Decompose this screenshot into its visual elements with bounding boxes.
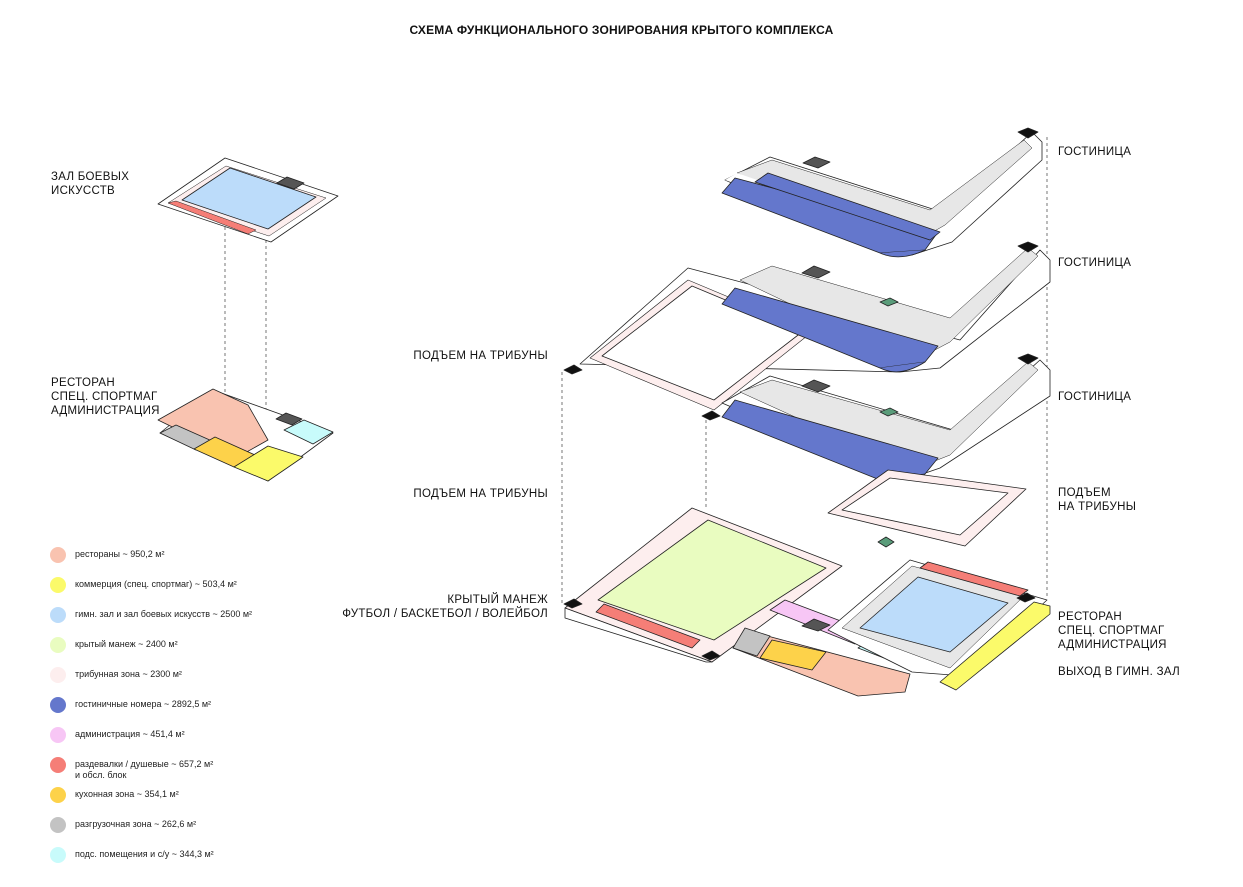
legend-text: трибунная зона ~ 2300 м²	[75, 669, 182, 679]
legend-swatch	[50, 787, 66, 803]
legend-text: рестораны ~ 950,2 м²	[75, 549, 165, 559]
label-hotel-1: ГОСТИНИЦА	[1058, 146, 1132, 158]
legend-swatch	[50, 757, 66, 773]
restaurant-floor-left	[157, 388, 334, 482]
label-hotel-3: ГОСТИНИЦА	[1058, 391, 1132, 403]
legend-text-line: раздевалки / душевые ~ 657,2 м²	[75, 759, 214, 769]
legend-text-line: и обсл. блок	[75, 770, 127, 780]
legend-text: разгрузочная зона ~ 262,6 м²	[75, 819, 197, 829]
hotel-floor-1	[721, 127, 1043, 258]
legend-swatch	[50, 637, 66, 653]
legend-swatch	[50, 577, 66, 593]
legend-swatch	[50, 667, 66, 683]
legend-text: гимн. зал и зал боевых искусств ~ 2500 м…	[75, 609, 253, 619]
label-stands-2: ПОДЪЕМ НА ТРИБУНЫ	[413, 488, 548, 500]
legend-text: подс. помещения и с/у ~ 344,3 м²	[75, 849, 214, 859]
legend-swatch	[50, 727, 66, 743]
hotel-floor-2	[563, 241, 1051, 421]
legend-swatch	[50, 547, 66, 563]
legend-text: крытый манеж ~ 2400 м²	[75, 639, 178, 649]
label-stands-1: ПОДЪЕМ НА ТРИБУНЫ	[413, 350, 548, 362]
label-hotel-2: ГОСТИНИЦА	[1058, 257, 1132, 269]
legend-swatch	[50, 817, 66, 833]
ground-floor	[563, 507, 1051, 697]
diagram-title: СХЕМА ФУНКЦИОНАЛЬНОГО ЗОНИРОВАНИЯ КРЫТОГ…	[409, 23, 834, 37]
legend-swatch	[50, 697, 66, 713]
dashed-connectors	[224, 137, 1048, 605]
legend-text: коммерция (спец. спортмаг) ~ 503,4 м²	[75, 579, 237, 589]
martial-arts-floor	[157, 157, 339, 243]
legend-swatch	[50, 847, 66, 863]
legend-swatch	[50, 607, 66, 623]
hotel-floor-3	[721, 353, 1051, 485]
legend-text: кухонная зона ~ 354,1 м²	[75, 789, 179, 799]
stands-floor-right	[827, 469, 1027, 548]
legend-text: администрация ~ 451,4 м²	[75, 729, 185, 739]
legend-text: гостиничные номера ~ 2892,5 м²	[75, 699, 212, 709]
label-gym-exit: ВЫХОД В ГИМН. ЗАЛ	[1058, 666, 1180, 678]
